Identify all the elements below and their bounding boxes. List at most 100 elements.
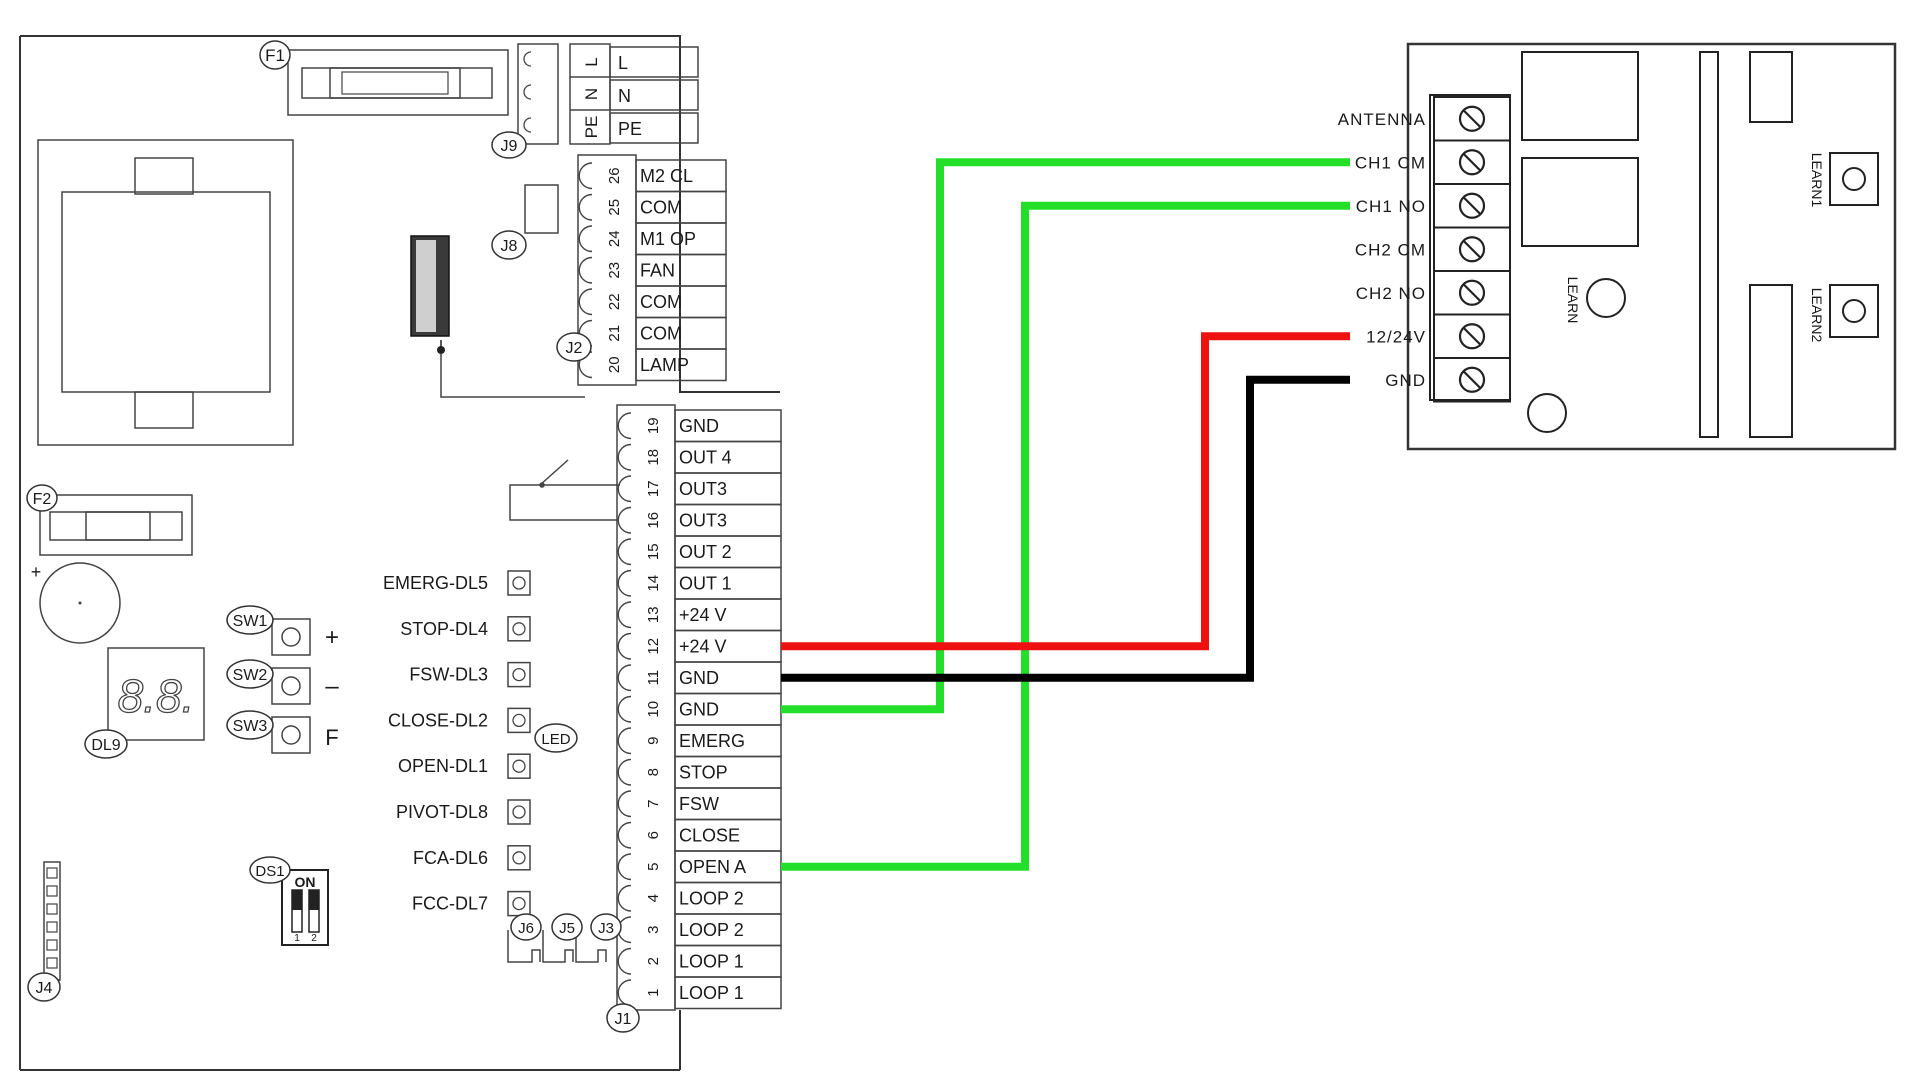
connector-j8: J8 [491,184,559,260]
connectors-j6-j5-j3: J6 J5 J3 [507,913,622,963]
j1-screw [617,443,632,471]
j2-terminal-label: M1 OP [640,229,696,249]
led-label: LED [541,731,570,748]
j1-terminal-label: GND [679,699,719,719]
receiver-screw-slot [1463,240,1481,259]
fuse-f1: F1 [259,40,509,116]
j2-pin-number: 25 [606,199,623,216]
j1-pin-number: 15 [645,543,662,560]
out-relay-symbol [509,459,620,521]
j1-pin-number: 4 [645,894,662,902]
j1-screw [617,979,632,1007]
j1-pin-number: 3 [645,926,662,934]
j1-terminal-label: LOOP 1 [679,951,744,971]
j9-terminal-box [609,46,699,78]
led-lens [512,667,526,682]
j1-pin-number: 13 [645,606,662,623]
led-indicator [507,753,531,779]
receiver-terminal-label: CH1 NO [1356,197,1426,216]
j2-screw [578,256,593,284]
j9-terminal-box [609,112,699,144]
led-label-pivot-dl8: PIVOT-DL8 [396,802,488,822]
connector-j1-label: J1 [615,1011,632,1028]
dip-switch-ds1[interactable]: ON 1 2 DS1 [249,856,329,946]
j1-pin-number: 18 [645,449,662,466]
j1-pin-number: 16 [645,512,662,529]
led-lens [512,896,526,911]
display-digits: 8.8. [118,670,195,722]
receiver-screw-icon [1458,105,1486,132]
led-indicator [507,570,531,596]
receiver-screw-icon [1458,236,1486,263]
receiver-terminal-label: CH2 NO [1356,284,1426,303]
j1-screw [617,947,632,975]
led-label-fsw-dl3: FSW-DL3 [409,665,488,685]
j1-terminal-label: +24 V [679,636,727,656]
j1-terminal-label: OPEN A [679,857,746,877]
buzzer-plus: + [31,562,42,582]
j1-screw [617,538,632,566]
wire-ch1-cm [781,158,1350,714]
led-indicator [507,616,531,642]
j2-screw [578,193,593,221]
led-label-stop-dl4: STOP-DL4 [400,619,488,639]
dip-num-1: 1 [294,933,300,944]
dip-on-label: ON [295,874,316,890]
j2-pin-number: 24 [606,230,623,247]
led-indicators: EMERG-DL5STOP-DL4FSW-DL3CLOSE-DL2OPEN-DL… [383,570,531,917]
connector-j3-label: J3 [598,920,614,937]
j2-terminal-label: COM [640,197,682,217]
receiver-learn-label: LEARN [1565,277,1581,324]
j2-terminal-label: COM [640,292,682,312]
switch-sw1[interactable]: SW1 + [226,605,339,656]
led-lens [512,851,526,865]
j2-label-box [635,348,727,382]
j1-terminal-label: GND [679,416,719,436]
j1-pin-number: 11 [645,670,662,686]
j2-screw [578,225,593,253]
switch-sw2[interactable]: SW2 – [226,659,339,705]
control-board [19,35,780,1071]
j1-screw [617,569,632,597]
j1-terminal-label: CLOSE [679,825,740,845]
j1-terminal-label: OUT 4 [679,447,732,467]
j1-terminal-label: OUT 2 [679,542,732,562]
j2-screw [578,288,593,316]
seven-segment-display: 8.8. DL9 [84,647,205,759]
j1-pin-number: 5 [645,863,662,871]
j1-screw [617,475,632,503]
j1-terminal-label: LOOP 2 [679,920,744,940]
j1-screw [617,506,632,534]
j1-terminal-label: FSW [679,794,719,814]
connector-j9-label: J9 [501,138,518,155]
connector-j5-label: J5 [559,920,575,937]
j2-pin-number: 22 [606,293,623,310]
j1-terminal-label: OUT 1 [679,573,732,593]
led-lens [512,805,526,819]
j1-terminal-label: GND [679,668,719,688]
relay-block [410,235,585,398]
switch-sw3[interactable]: SW3 F [226,710,339,754]
switch-f-symbol: F [325,725,338,750]
led-lens [512,622,526,636]
led-lens [512,713,526,728]
wire-gnd [781,375,1350,682]
led-label-close-dl2: CLOSE-DL2 [388,710,488,730]
j1-pin-number: 17 [645,480,662,497]
fuse-f1-label: F1 [265,46,285,65]
receiver-learn1-label: LEARN1 [1809,153,1825,208]
led-label-fca-dl6: FCA-DL6 [413,848,488,868]
switch-sw3-label: SW3 [233,718,268,735]
j9-terminal-box [609,79,699,111]
led-lens [512,759,526,773]
j1-terminal-label: +24 V [679,605,727,625]
j1-screw [617,758,632,786]
receiver-terminal-label: CH2 CM [1355,240,1426,259]
j1-screw [617,853,632,881]
